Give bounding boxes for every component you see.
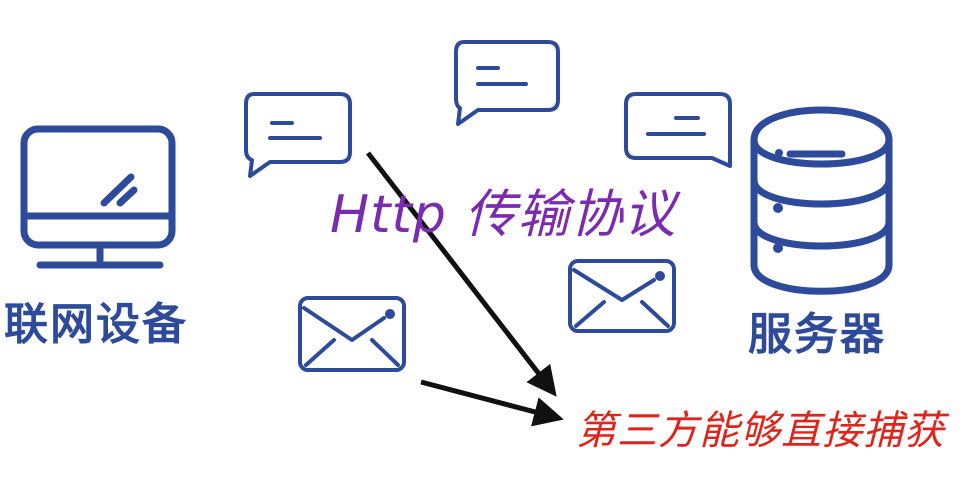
monitor-icon xyxy=(20,125,176,269)
device-label: 联网设备 xyxy=(4,299,188,350)
server-label: 服务器 xyxy=(748,309,886,360)
envelope-icon xyxy=(298,296,406,372)
chat-bubble-icon xyxy=(624,92,732,168)
chat-bubble-icon xyxy=(244,92,352,178)
intercept-arrow xyxy=(366,151,557,397)
chat-bubble-icon xyxy=(454,40,560,126)
database-server-icon xyxy=(750,106,893,295)
intercept-arrow xyxy=(420,379,564,427)
capture-warning-label: 第三方能够直接捕获 xyxy=(576,408,945,454)
server-indicator-dots xyxy=(773,149,783,253)
envelope-icon xyxy=(568,259,676,333)
protocol-label: Http 传输协议 xyxy=(330,185,677,245)
